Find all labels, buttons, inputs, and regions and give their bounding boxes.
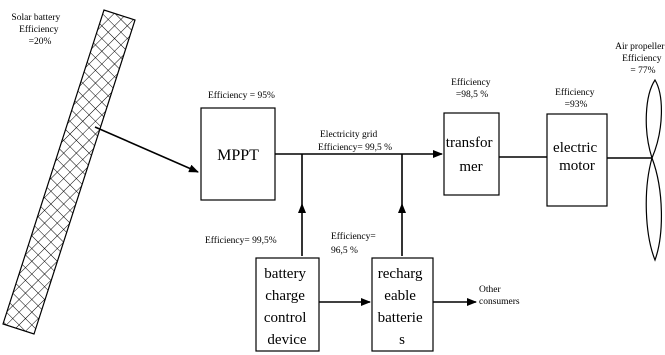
mppt-efficiency-label: Efficiency = 95% — [208, 90, 275, 101]
batteries-efficiency-line: Efficiency= — [331, 231, 376, 242]
solar-label: Solar battery Efficiency =20% — [11, 13, 62, 47]
batteries-efficiency-line: 96,5 % — [331, 246, 358, 256]
motor-label-line: electric — [553, 140, 597, 156]
air-propeller-blade-top — [645, 78, 662, 160]
transformer-label-line: transfor — [446, 135, 493, 151]
batteries-label-line: batterie — [378, 310, 423, 326]
grid-label: Electricity grid Efficiency= 99,5 % — [318, 130, 392, 153]
consumers-label-line: Other — [479, 285, 501, 295]
solar-label-line: Solar battery — [11, 13, 60, 23]
mppt-block-label: MPPT — [217, 147, 259, 164]
grid-label-line: Electricity grid — [320, 130, 377, 140]
mppt-block — [200, 107, 276, 201]
air-propeller-blade-bottom — [645, 156, 663, 262]
propeller-label-line: = 77% — [630, 66, 655, 76]
batteries-label-line: recharg — [378, 266, 423, 282]
transformer-efficiency-line: =98,5 % — [456, 90, 488, 100]
solar-to-mppt-arrow — [94, 126, 199, 173]
solar-label-line: =20% — [29, 37, 52, 47]
grid-label-line: Efficiency= 99,5 % — [318, 142, 392, 153]
rechargeable-batteries-label: recharg eable batterie s — [378, 266, 427, 348]
charger-label-line: charge — [265, 288, 305, 304]
motor-efficiency-label: Efficiency =93% — [555, 87, 597, 110]
transformer-efficiency-label: Efficiency =98,5 % — [451, 77, 493, 100]
transformer-efficiency-line: Efficiency — [451, 77, 491, 88]
battery-charge-control-block — [255, 257, 320, 352]
transformer-block-label: transfor mer — [446, 135, 496, 175]
transformer-label-line: mer — [459, 159, 482, 175]
motor-efficiency-line: Efficiency — [555, 87, 595, 98]
batteries-efficiency-label: Efficiency= 96,5 % — [331, 231, 378, 256]
charger-label-line: control — [264, 310, 307, 326]
transformer-block — [443, 112, 500, 196]
propeller-label-line: Air propeller — [615, 42, 665, 52]
electric-motor-block — [546, 113, 608, 207]
propeller-label-line: Efficiency — [622, 53, 662, 64]
charger-efficiency-label: Efficiency= 99,5% — [205, 235, 277, 246]
other-consumers-label: Other consumers — [479, 285, 520, 307]
battery-charge-control-label: battery charge control device — [264, 266, 310, 348]
batteries-label-line: s — [399, 332, 405, 348]
motor-label-line: motor — [559, 158, 595, 174]
motor-efficiency-line: =93% — [565, 100, 588, 110]
consumers-label-line: consumers — [479, 297, 520, 307]
solar-label-line: Efficiency — [19, 24, 59, 35]
solar-panel — [2, 9, 136, 335]
electric-motor-block-label: electric motor — [553, 140, 601, 174]
charger-label-line: battery — [264, 266, 306, 282]
rechargeable-batteries-block — [371, 257, 434, 352]
propeller-label: Air propeller Efficiency = 77% — [615, 42, 665, 76]
charger-label-line: device — [267, 332, 306, 348]
batteries-label-line: eable — [384, 288, 416, 304]
